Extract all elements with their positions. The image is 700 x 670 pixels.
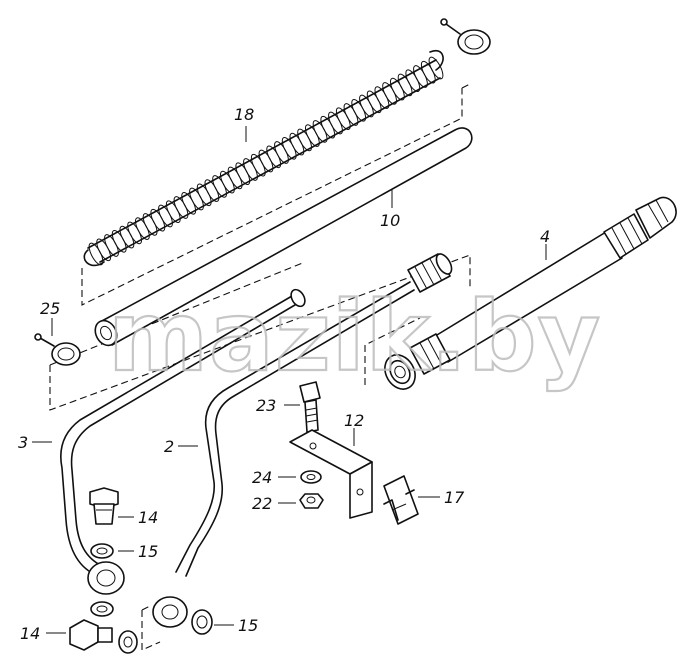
- spring-coil: [96, 238, 112, 262]
- bolt-part-23: [299, 381, 321, 433]
- callout-18: 18: [234, 105, 254, 124]
- callout-4: 4: [540, 227, 550, 246]
- callout-14-lower: 14: [20, 624, 40, 643]
- callout-15-lower: 15: [238, 616, 258, 635]
- spring-coil: [158, 204, 173, 228]
- assembly-frame-pipes: [49, 254, 471, 411]
- pipe-part-3: [60, 288, 306, 595]
- leader-lines: [32, 126, 547, 634]
- watermark: mazik.by: [108, 281, 601, 393]
- clamp-part-25-upper: [440, 18, 491, 55]
- nut-part-22: [299, 493, 324, 509]
- callout-23: 23: [256, 396, 276, 415]
- assembly-frame-spring: [81, 83, 471, 306]
- callout-2: 2: [164, 437, 174, 456]
- banjo-bolt-part-14-upper: [89, 487, 119, 525]
- callout-14-upper: 14: [138, 508, 158, 527]
- spring-part-18: [83, 49, 444, 267]
- spring-coil: [135, 217, 150, 240]
- callout-labels: 18 10 4 25 23 12 3 2 24 22 17 14 15 14 1…: [18, 105, 550, 643]
- sealing-washer-part-15-lower-right: [191, 609, 213, 635]
- callout-3: 3: [18, 433, 28, 452]
- spring-coil: [127, 221, 142, 245]
- spring-coil: [119, 225, 135, 249]
- callout-15-upper: 15: [138, 542, 158, 561]
- callout-10: 10: [380, 211, 400, 230]
- hose-part-4: [384, 196, 677, 390]
- washer-part-24: [300, 470, 322, 484]
- sealing-washer-part-15-middle: [90, 601, 114, 617]
- callout-17: 17: [444, 488, 465, 507]
- pipe-part-2: [152, 253, 453, 628]
- spring-coil: [104, 234, 119, 257]
- sealing-washer-part-15-lower-left: [118, 630, 138, 654]
- spring-coil: [142, 213, 158, 236]
- assembly-frame-hose: [364, 317, 421, 385]
- sealing-washer-part-15-upper: [90, 543, 114, 559]
- callout-22: 22: [252, 494, 272, 513]
- callout-25: 25: [40, 299, 60, 318]
- tube-part-10: [94, 127, 473, 347]
- banjo-bolt-part-14-lower: [69, 619, 113, 651]
- clamp-part-25-lower: [34, 333, 81, 366]
- callout-12: 12: [344, 411, 364, 430]
- assembly-frame-fittings: [141, 605, 161, 651]
- bracket-part-12: [289, 429, 373, 519]
- spring-coil: [150, 208, 166, 232]
- callout-24: 24: [252, 468, 272, 487]
- clip-part-17: [383, 475, 419, 525]
- spring-coil: [111, 229, 127, 253]
